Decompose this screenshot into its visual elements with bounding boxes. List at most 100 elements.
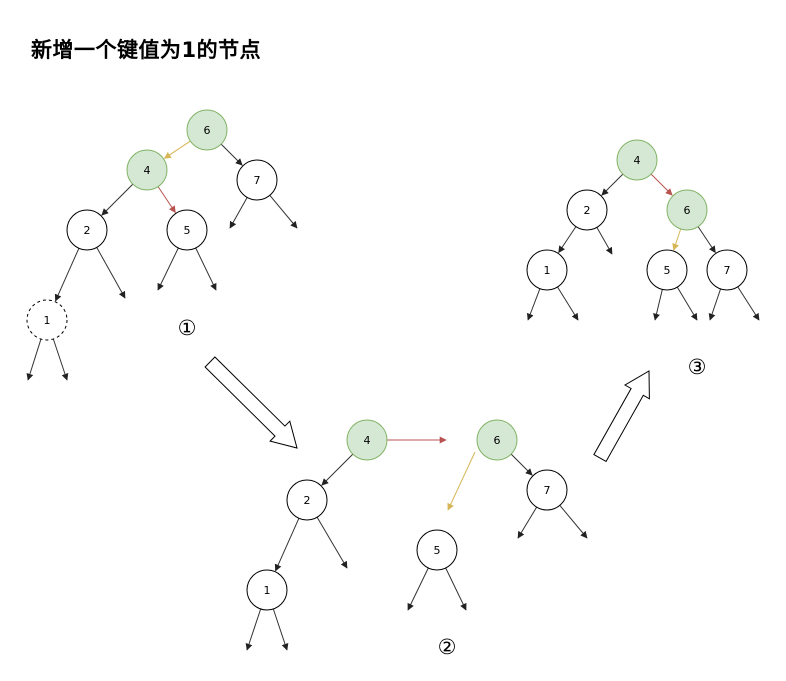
node-circle bbox=[126, 149, 168, 191]
node-key-label: 5 bbox=[184, 224, 191, 237]
tree-node-6: 6 bbox=[186, 109, 228, 151]
tree-step1-null-link-n5-4 bbox=[195, 247, 217, 291]
node-circle bbox=[26, 299, 68, 341]
node-circle bbox=[616, 139, 658, 181]
tree-step2-rotation-arrow-1 bbox=[447, 451, 476, 511]
tree-step1-null-link-n5-3 bbox=[157, 247, 179, 291]
step2-to-step3-arrow bbox=[593, 370, 650, 463]
edges-layer bbox=[26, 140, 760, 651]
tree-step3-null-link-n2-0 bbox=[596, 227, 613, 255]
tree-step2-null-link-n5-4 bbox=[445, 567, 467, 611]
node-circle bbox=[416, 529, 458, 571]
node-circle bbox=[666, 189, 708, 231]
node-circle bbox=[566, 189, 608, 231]
tree-step1-edge-n4-n2 bbox=[101, 183, 134, 216]
tree-node-7: 7 bbox=[526, 469, 568, 511]
node-key-label: 2 bbox=[84, 224, 91, 237]
step-arrows-layer bbox=[204, 356, 650, 463]
node-key-label: 4 bbox=[634, 154, 641, 167]
tree-node-4: 4 bbox=[346, 419, 388, 461]
tree-step3-edge-n2-n1 bbox=[558, 226, 577, 254]
tree-step3: 4 2 6 1 5 7 bbox=[526, 139, 748, 291]
tree-step3-edge-n4-n6 bbox=[650, 173, 673, 196]
node-key-label: 7 bbox=[254, 174, 261, 187]
node-key-label: 6 bbox=[204, 124, 211, 137]
tree-node-4: 4 bbox=[126, 149, 168, 191]
tree-step3-null-link-n7-6 bbox=[737, 286, 760, 321]
node-circle bbox=[526, 249, 568, 291]
tree-step2-edge-n2-n1 bbox=[274, 518, 300, 572]
node-key-label: 1 bbox=[544, 264, 551, 277]
tree-step3-null-link-n1-1 bbox=[526, 288, 541, 321]
tree-node-6: 6 bbox=[476, 419, 518, 461]
tree-step1-null-link-n1-5 bbox=[26, 338, 42, 381]
tree-step3-null-link-n1-2 bbox=[557, 286, 579, 321]
node-key-label: 7 bbox=[544, 484, 551, 497]
tree-step1-edge-n6-n7 bbox=[220, 143, 243, 166]
node-key-label: 6 bbox=[684, 204, 691, 217]
node-key-label: 1 bbox=[264, 584, 271, 597]
node-circle bbox=[346, 419, 388, 461]
node-circle bbox=[236, 159, 278, 201]
node-circle bbox=[166, 209, 208, 251]
tree-node-4: 4 bbox=[616, 139, 658, 181]
tree-node-5: 5 bbox=[166, 209, 208, 251]
tree-step2-null-link-n1-5 bbox=[245, 608, 262, 651]
node-key-label: 5 bbox=[664, 264, 671, 277]
tree-step2-null-link-n7-2 bbox=[559, 505, 588, 539]
node-key-label: 2 bbox=[304, 494, 311, 507]
tree-node-5: 5 bbox=[416, 529, 458, 571]
step-labels-layer: ① ② ③ bbox=[178, 316, 707, 659]
tree-node-1: 1 bbox=[26, 299, 68, 341]
node-circle bbox=[526, 469, 568, 511]
tree-step2-edge-n4-n2 bbox=[321, 453, 354, 486]
tree-step3-null-link-n5-4 bbox=[676, 286, 698, 321]
tree-node-2: 2 bbox=[66, 209, 108, 251]
tree-node-1: 1 bbox=[246, 569, 288, 611]
step1-label: ① bbox=[178, 316, 197, 340]
node-circle bbox=[286, 479, 328, 521]
tree-node-2: 2 bbox=[566, 189, 608, 231]
tree-step2-null-link-n7-1 bbox=[517, 506, 538, 539]
node-circle bbox=[646, 249, 688, 291]
tree-step2-null-link-n1-6 bbox=[272, 608, 289, 651]
node-key-label: 1 bbox=[44, 314, 51, 327]
node-key-label: 2 bbox=[584, 204, 591, 217]
node-circle bbox=[706, 249, 748, 291]
nodes-layer: 6 4 7 2 5 1 4 6 2 7 5 1 4 2 6 1 5 7 bbox=[26, 109, 748, 611]
tree-node-1: 1 bbox=[526, 249, 568, 291]
tree-step3-edge-n4-n2 bbox=[601, 173, 624, 196]
tree-step1-null-link-n7-2 bbox=[269, 195, 298, 229]
node-circle bbox=[246, 569, 288, 611]
tree-step2-edge-n6-n7 bbox=[510, 453, 533, 476]
step1-to-step2-arrow bbox=[204, 356, 298, 449]
step3-label: ③ bbox=[688, 355, 707, 379]
tree-step1-edge-n2-n1 bbox=[54, 248, 80, 302]
tree-step1-null-link-n2-0 bbox=[96, 247, 126, 299]
tree-step3-edge-n6-n5 bbox=[672, 228, 682, 251]
node-key-label: 6 bbox=[494, 434, 501, 447]
node-circle bbox=[476, 419, 518, 461]
node-circle bbox=[66, 209, 108, 251]
tree-step3-null-link-n7-5 bbox=[708, 288, 722, 321]
tree-step1-null-link-n1-6 bbox=[52, 338, 69, 381]
tree-step2: 4 6 2 7 5 1 bbox=[246, 419, 568, 611]
node-key-label: 7 bbox=[724, 264, 731, 277]
step2-label: ② bbox=[438, 635, 457, 659]
tree-step1-null-link-n7-1 bbox=[229, 197, 248, 229]
tree-step1-edge-n6-n4 bbox=[163, 140, 191, 159]
diagram-title: 新增一个键值为1的节点 bbox=[31, 38, 262, 62]
tree-step2-null-link-n5-3 bbox=[407, 567, 429, 611]
tree-step3-edge-n6-n7 bbox=[697, 226, 716, 254]
tree-node-6: 6 bbox=[666, 189, 708, 231]
tree-node-7: 7 bbox=[236, 159, 278, 201]
tree-step1: 6 4 7 2 5 1 bbox=[26, 109, 278, 341]
node-key-label: 4 bbox=[144, 164, 151, 177]
tree-node-5: 5 bbox=[646, 249, 688, 291]
node-circle bbox=[186, 109, 228, 151]
tree-step2-null-link-n2-0 bbox=[316, 516, 348, 569]
tree-node-2: 2 bbox=[286, 479, 328, 521]
node-key-label: 5 bbox=[434, 544, 441, 557]
tree-node-7: 7 bbox=[706, 249, 748, 291]
